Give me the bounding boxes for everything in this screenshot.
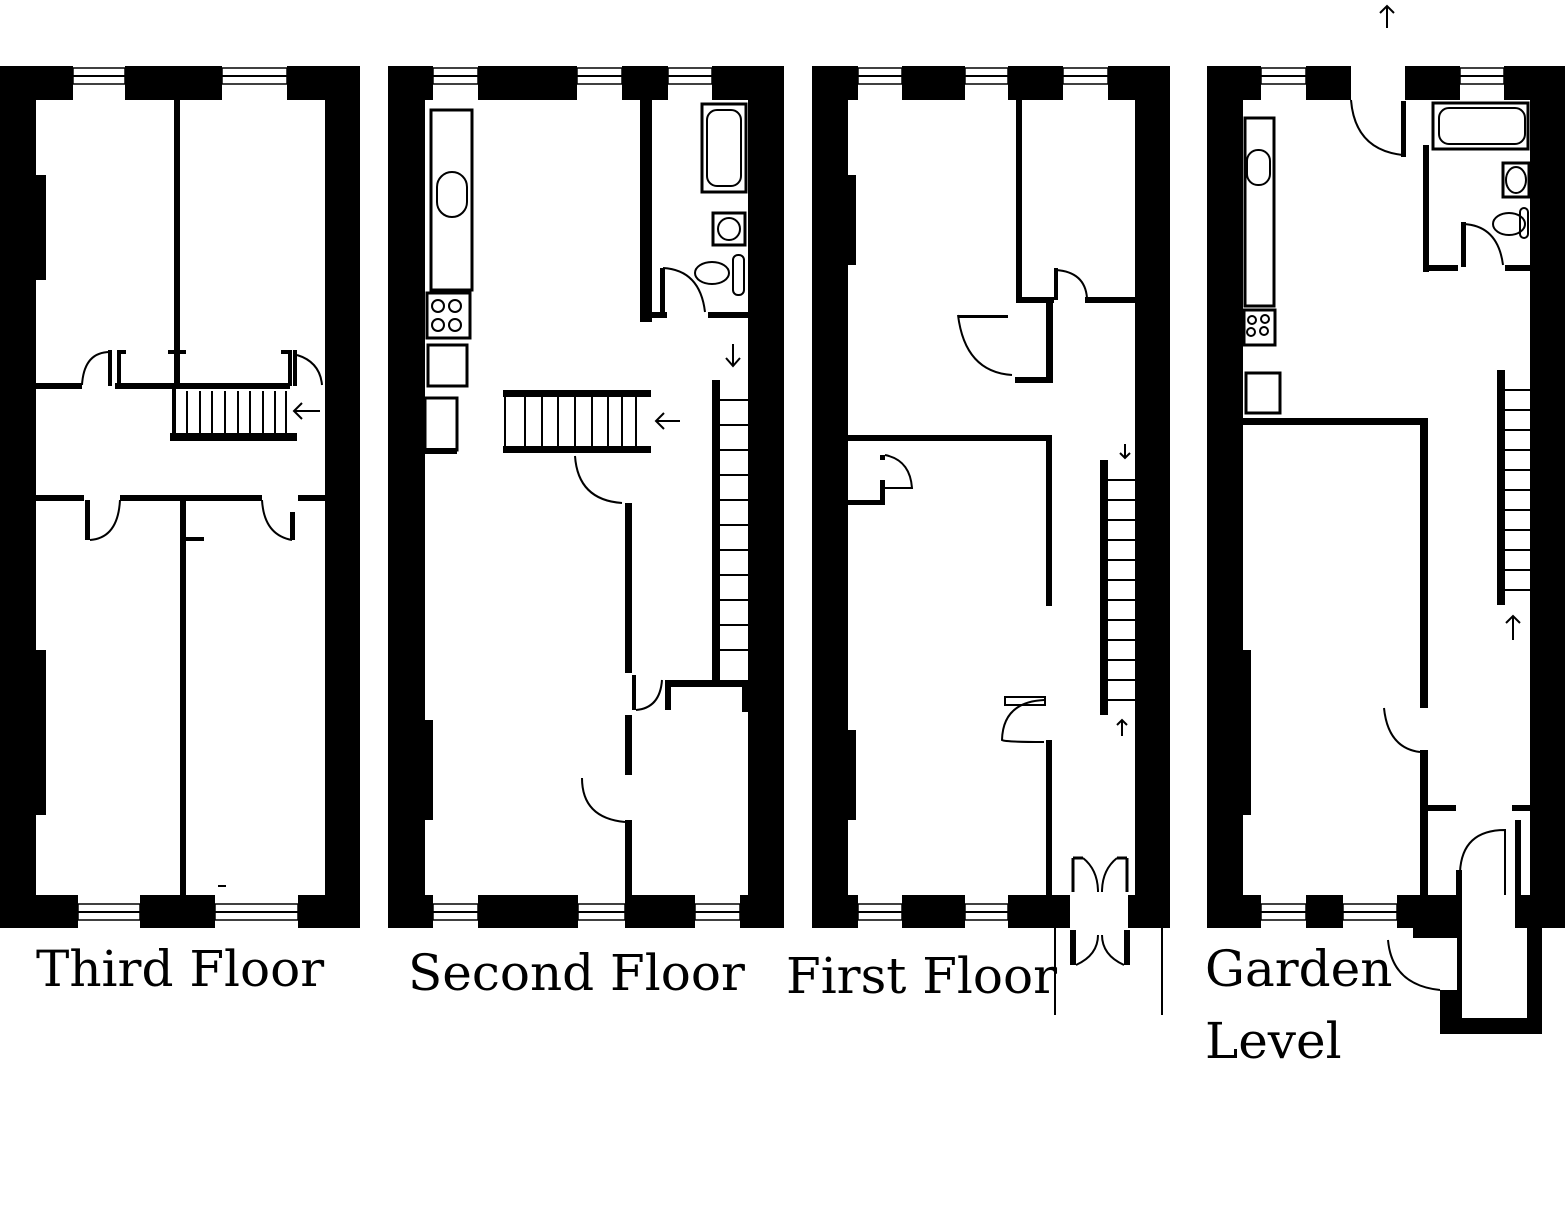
first-floor-plan (812, 66, 1170, 1015)
stair-arrow-icon (654, 412, 680, 430)
door-swing-icon (1000, 699, 1045, 743)
floor-label-garden-line2: Level (1205, 1012, 1342, 1070)
window-icon (857, 67, 1109, 85)
staircase (503, 390, 680, 453)
stove-icon (425, 291, 472, 340)
staircase (1497, 370, 1530, 640)
appliance-box (1244, 371, 1282, 415)
door-swing-icon (1463, 223, 1504, 266)
window-icon (432, 903, 741, 921)
sink-icon (436, 171, 468, 218)
door-swing-icon (296, 354, 323, 386)
floor-label-second: Second Floor (408, 944, 745, 1002)
door-swing-icon (581, 777, 626, 823)
door-swing-icon (1387, 939, 1441, 991)
garden-level-plan (1207, 4, 1565, 1034)
staircase (170, 389, 320, 441)
stair-arrow-icon (1116, 718, 1128, 736)
toilet-icon (694, 261, 730, 285)
door-swing-icon (1055, 269, 1088, 299)
window-icon (857, 903, 1009, 921)
door-swing-icon (1350, 99, 1404, 156)
door-swing-icon (662, 267, 706, 313)
second-floor-plan (388, 66, 784, 928)
exit-arrow-icon (1379, 4, 1395, 28)
window-icon (432, 67, 713, 85)
floor-label-first: First Floor (786, 947, 1058, 1005)
sink-icon (1246, 149, 1271, 186)
staircase (1100, 444, 1135, 736)
window-icon (72, 67, 288, 85)
door-swing-icon (574, 455, 623, 504)
bathtub-icon (1431, 101, 1530, 151)
staircase (712, 344, 748, 680)
window-icon (1260, 67, 1505, 85)
sink-icon (711, 211, 747, 247)
door-swing-icon (89, 499, 121, 541)
window-icon (77, 903, 299, 921)
stair-arrow-icon (1505, 614, 1521, 640)
door-swing-icon (1459, 828, 1506, 895)
stair-arrow-icon (1119, 444, 1131, 460)
door-swing-icon (957, 314, 1013, 376)
floor-label-third: Third Floor (36, 940, 325, 998)
kitchen-counter (429, 108, 474, 292)
door-swing-icon (81, 351, 111, 386)
door-swing-icon (261, 499, 293, 541)
door-swing-icon (635, 679, 663, 711)
kitchen-counter (1243, 116, 1276, 308)
stair-arrow-icon (725, 344, 741, 368)
door-swing-icon (884, 454, 914, 489)
door-swing-icon (1383, 707, 1421, 753)
window-icon (1260, 903, 1398, 921)
stair-arrow-icon (292, 402, 320, 420)
appliance-box (426, 343, 469, 388)
stove-icon (1242, 308, 1277, 347)
toilet-icon (1492, 212, 1526, 236)
third-floor-plan (0, 66, 360, 928)
sink-icon (1501, 161, 1531, 199)
bathtub-icon (700, 102, 748, 194)
appliance-box (423, 396, 459, 452)
front-double-door (1054, 856, 1163, 1015)
floor-label-garden-line1: Garden (1205, 940, 1393, 998)
